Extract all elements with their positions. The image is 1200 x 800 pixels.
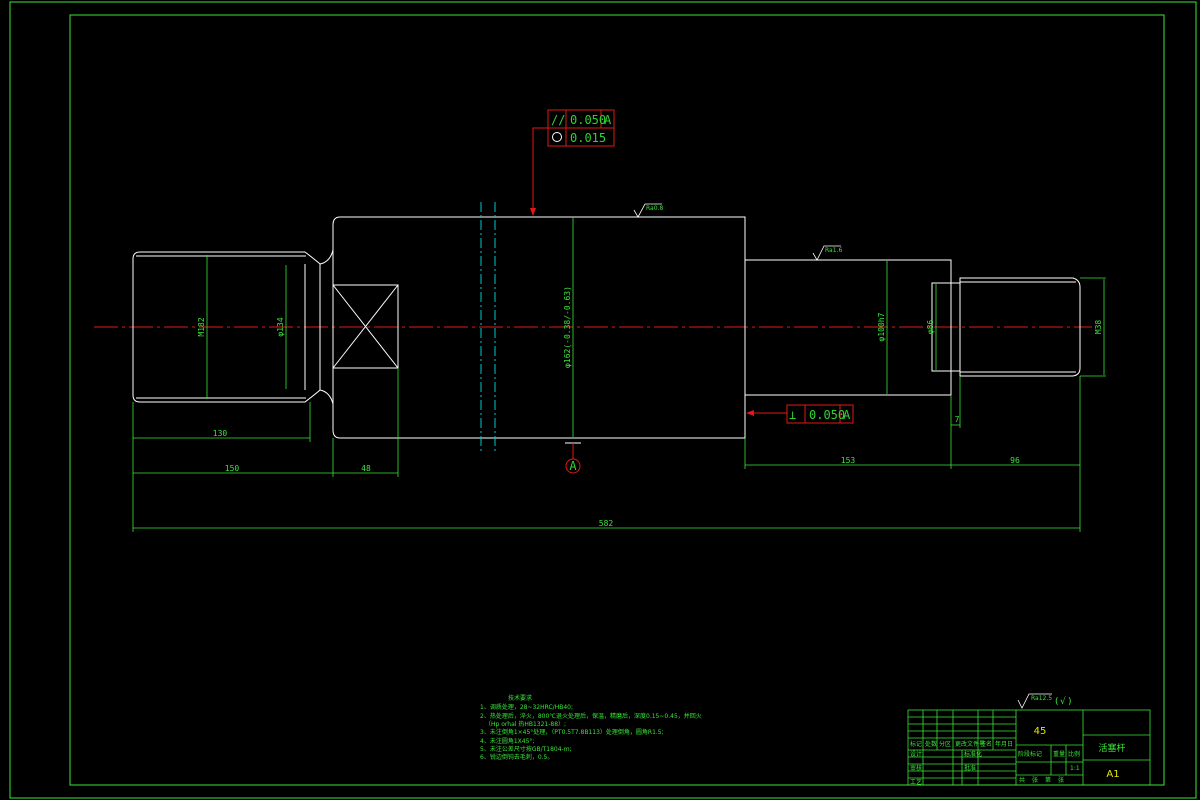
dim-phi162: φ162(-0.38/-0.63) bbox=[563, 286, 572, 368]
tb-header-sign: 签名 bbox=[980, 740, 992, 748]
title-block bbox=[907, 709, 1151, 786]
dim-153: 153 bbox=[841, 456, 856, 465]
dim-phi86: φ86 bbox=[926, 320, 935, 335]
parallelism-value: 0.050 bbox=[570, 113, 606, 127]
tb-sheet-zhang2: 张 bbox=[1058, 776, 1064, 784]
dim-m182: M182 bbox=[197, 317, 206, 336]
tb-header-date: 年月日 bbox=[995, 740, 1013, 748]
note-line-7: 6、锐边倒钝去毛刺，0.5。 bbox=[480, 753, 553, 761]
dim-582: 582 bbox=[599, 519, 614, 528]
note-line-3: （Hp orhal 热HB1321-88）; bbox=[485, 720, 566, 728]
svg-text:(: ( bbox=[1055, 697, 1059, 707]
tb-info-stage: 阶段标记 bbox=[1018, 750, 1042, 758]
parallelism-datum: A bbox=[604, 113, 612, 127]
datum-a-label: A bbox=[569, 459, 577, 473]
perpendicularity-symbol: ⊥ bbox=[789, 408, 796, 422]
tb-part-name: 活塞杆 bbox=[1098, 742, 1125, 754]
tb-role-design: 设计 bbox=[910, 750, 922, 758]
svg-text:Ra12.5: Ra12.5 bbox=[1031, 695, 1052, 702]
svg-text:Ra0.8: Ra0.8 bbox=[646, 205, 663, 212]
tb-role-process: 工艺 bbox=[910, 778, 922, 786]
tb-sheet-no: 第 bbox=[1045, 776, 1051, 784]
tb-sheet-total: 共 bbox=[1019, 776, 1025, 784]
note-line-2: 2、热处理后，淬火，800℃退火处理后，保温，精磨后，深度0.15~0.45，并… bbox=[480, 712, 702, 720]
parallelism-symbol: // bbox=[551, 113, 565, 127]
section-cut-lines bbox=[480, 202, 496, 452]
roughness-bearing: Ra1.6 bbox=[812, 245, 842, 261]
tb-sheet-size: A1 bbox=[1106, 769, 1119, 780]
dimension-lines bbox=[132, 218, 1106, 532]
roundness-value: 0.015 bbox=[570, 131, 606, 145]
dim-96: 96 bbox=[1010, 456, 1020, 465]
tb-info-scale: 比例 bbox=[1068, 750, 1080, 758]
note-line-4: 3、未注倒角1×45°处理，（PT0.5T7.8B113）处理倒角，圆角R1.5… bbox=[480, 728, 664, 736]
dim-48: 48 bbox=[361, 464, 371, 473]
dim-m38: M38 bbox=[1094, 320, 1103, 335]
tb-header-zone: 分区 bbox=[939, 740, 951, 748]
datum-a-marker: A bbox=[565, 442, 581, 474]
dim-phi134: φ134 bbox=[276, 317, 285, 336]
roundness-icon bbox=[552, 132, 562, 142]
note-line-5: 4、未注圆角1X45°; bbox=[480, 737, 534, 745]
tb-header-mark: 标记 bbox=[910, 740, 922, 748]
tb-role-standard: 标准化 bbox=[964, 750, 982, 758]
dim-7: 7 bbox=[955, 415, 960, 424]
dim-150: 150 bbox=[225, 464, 240, 473]
drawing-frame bbox=[69, 14, 1165, 786]
dim-phi100h7: φ100h7 bbox=[877, 312, 886, 341]
outer-border bbox=[9, 1, 1197, 799]
tb-material: 45 bbox=[1034, 726, 1047, 737]
perpendicularity-value: 0.050 bbox=[809, 408, 845, 422]
tb-sheet-zhang1: 张 bbox=[1032, 776, 1038, 784]
tb-role-approve: 批准 bbox=[964, 764, 976, 772]
perpendicularity-datum: A bbox=[843, 408, 851, 422]
tb-header-count: 处数 bbox=[925, 740, 937, 748]
tb-header-docno: 更改文件号 bbox=[955, 740, 985, 748]
roughness-body: Ra0.8 bbox=[633, 203, 663, 218]
tb-role-review: 审核 bbox=[910, 764, 922, 772]
svg-text:): ) bbox=[1068, 697, 1072, 707]
dim-130: 130 bbox=[213, 429, 228, 438]
note-line-6: 5、未注公差尺寸按GB/T1804-m; bbox=[480, 745, 572, 753]
roughness-general: Ra12.5 ( √ ) bbox=[1017, 693, 1072, 709]
tb-scale: 1:1 bbox=[1070, 765, 1080, 772]
note-line-1: 1、调质处理，28~32HRC/HB40; bbox=[480, 703, 573, 711]
notes-title: 技术要求 bbox=[508, 694, 532, 702]
technical-notes: 技术要求 1、调质处理，28~32HRC/HB40; 2、热处理后，淬火，800… bbox=[480, 694, 702, 761]
tb-info-weight: 重量 bbox=[1053, 750, 1065, 758]
title-block-text: 标记 处数 分区 更改文件号 签名 年月日 设计 审核 工艺 标准化 批准 45… bbox=[910, 726, 1126, 786]
fcf-top: // 0.050 A 0.015 bbox=[530, 109, 615, 216]
shaft-outline bbox=[132, 216, 1081, 439]
svg-text:Ra1.6: Ra1.6 bbox=[825, 247, 842, 254]
svg-text:√: √ bbox=[1060, 696, 1066, 707]
fcf-right: ⊥ 0.050 A bbox=[746, 404, 854, 424]
